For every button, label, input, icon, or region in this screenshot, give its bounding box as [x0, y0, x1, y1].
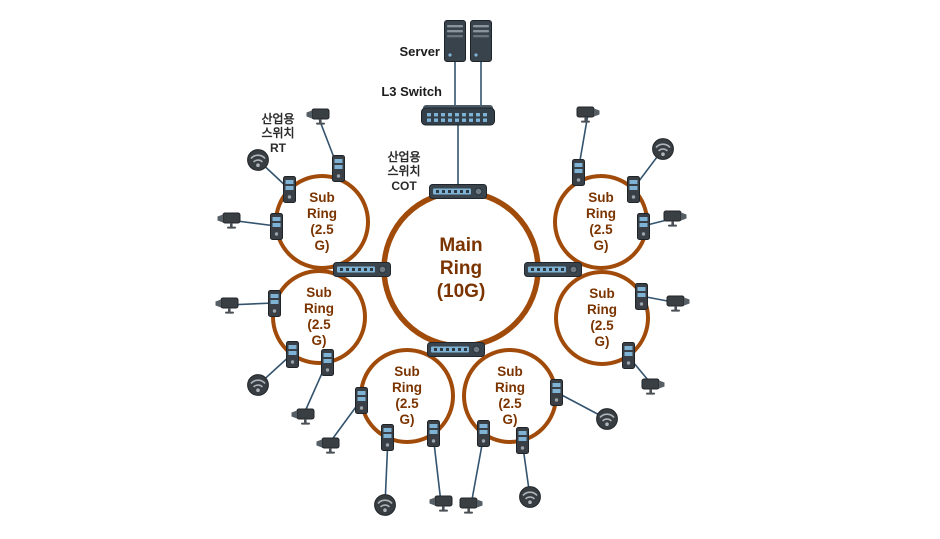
- wireless-ap-icon: [248, 375, 269, 396]
- sub-ring-label-upper-right: Sub Ring (2.5 G): [586, 190, 616, 253]
- camera-icon: [216, 298, 239, 314]
- sub-ring-lower-left: [271, 269, 367, 365]
- rt-switch-icon: [636, 284, 648, 310]
- wireless-ap-icon: [597, 409, 618, 430]
- camera-icon: [642, 379, 665, 395]
- camera-icon: [292, 409, 315, 425]
- main-ring-label: Main Ring (10G): [436, 235, 486, 302]
- rt-switch-icon: [628, 177, 640, 203]
- wireless-ap-icon: [375, 495, 396, 516]
- rt-switch-icon: [573, 160, 585, 186]
- cot-switch-bottom-icon: [428, 343, 485, 357]
- camera-icon: [667, 296, 690, 312]
- sub-ring-label-lower-left: Sub Ring (2.5 G): [304, 285, 334, 348]
- camera-icon: [460, 498, 483, 514]
- rt-switch-label: 산업용 스위치 RT: [261, 112, 295, 155]
- rt-switch-icon: [356, 388, 368, 414]
- sub-ring-lower-right: [554, 270, 650, 366]
- rt-switch-icon: [623, 343, 635, 369]
- l3-switch-icon: [422, 105, 495, 125]
- sub-ring-label-bottom-left: Sub Ring (2.5 G): [392, 364, 422, 427]
- camera-icon: [218, 213, 241, 229]
- rt-switch-icon: [517, 428, 529, 454]
- rt-switch-icon: [382, 425, 394, 451]
- wireless-ap-icon: [653, 139, 674, 160]
- camera-icon: [317, 438, 340, 454]
- server-icon: [445, 21, 466, 62]
- rt-switch-icon: [322, 350, 334, 376]
- sub-ring-label-bottom-right: Sub Ring (2.5 G): [495, 364, 525, 427]
- cot-switch-left-icon: [334, 263, 391, 277]
- rt-switch-icon: [333, 156, 345, 182]
- l3-switch-label: L3 Switch: [381, 84, 442, 99]
- camera-icon: [307, 109, 330, 125]
- rt-switch-icon: [638, 214, 650, 240]
- camera-icon: [430, 496, 453, 512]
- rt-switch-icon: [284, 177, 296, 203]
- rt-switch-icon: [551, 380, 563, 406]
- cot-switch-label: 산업용 스위치 COT: [387, 150, 421, 193]
- cot-switch-top-icon: [430, 185, 487, 199]
- camera-icon: [577, 107, 600, 123]
- rt-switch-icon: [428, 421, 440, 447]
- rt-switch-icon: [271, 214, 283, 240]
- rt-switch-icon: [478, 421, 490, 447]
- wireless-ap-icon: [520, 487, 541, 508]
- camera-icon: [664, 211, 687, 227]
- rt-switch-icon: [287, 342, 299, 368]
- rt-switch-icon: [269, 291, 281, 317]
- cot-switch-right-icon: [525, 263, 582, 277]
- sub-ring-label-lower-right: Sub Ring (2.5 G): [587, 286, 617, 349]
- server-icon: [471, 21, 492, 62]
- sub-ring-label-upper-left: Sub Ring (2.5 G): [307, 190, 337, 253]
- server-label: Server: [399, 44, 440, 59]
